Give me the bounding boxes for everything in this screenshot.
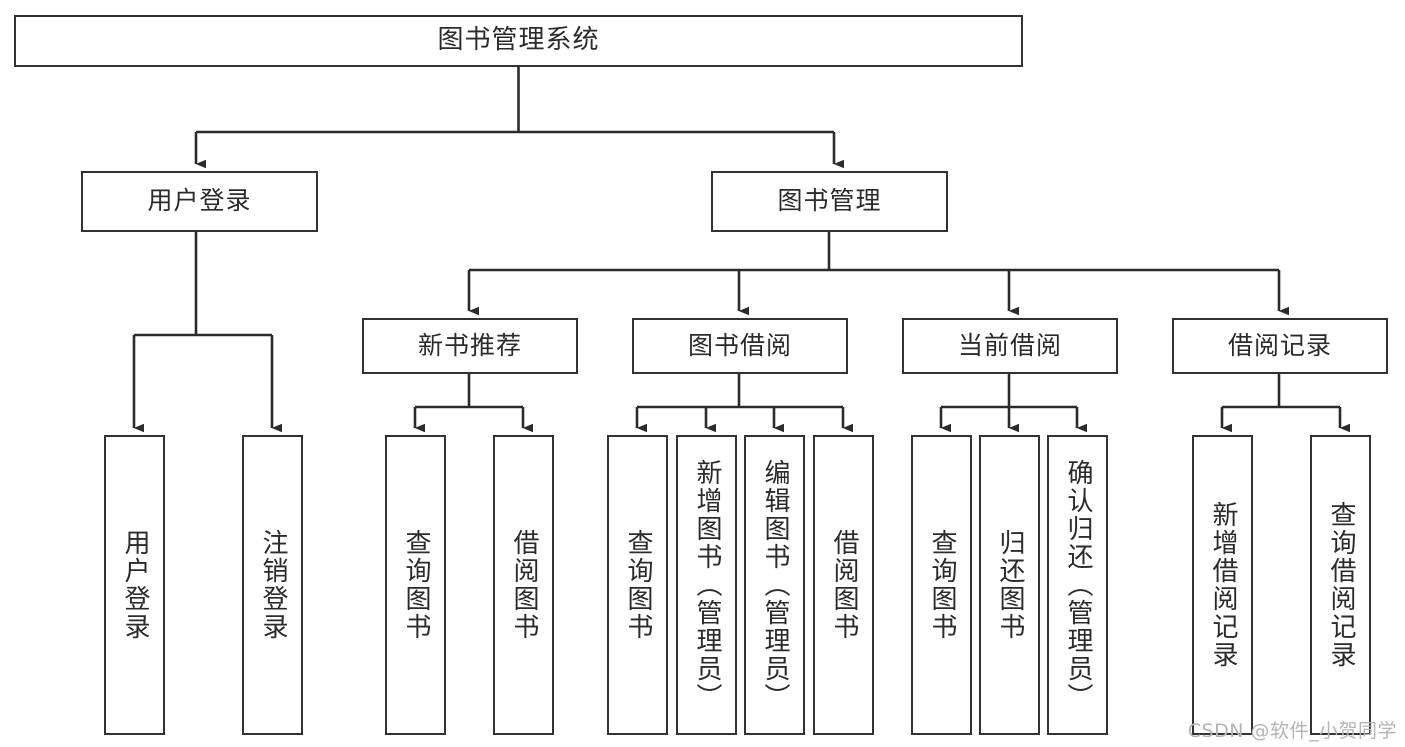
node-label: 新增图书（管理员）	[692, 459, 723, 711]
node-current-borrow[interactable]: 当前借阅	[902, 318, 1118, 374]
node-label: 当前借阅	[957, 330, 1062, 360]
node-book-borrow[interactable]: 图书借阅	[632, 318, 848, 374]
node-root-system[interactable]: 图书管理系统	[14, 15, 1023, 67]
node-label: 新增借阅记录	[1208, 501, 1239, 669]
node-user-login[interactable]: 用户登录	[81, 171, 318, 232]
leaf-confirm-return-admin[interactable]: 确认归还（管理员）	[1047, 435, 1108, 735]
node-label: 借阅记录	[1227, 330, 1332, 360]
node-borrow-record[interactable]: 借阅记录	[1172, 318, 1388, 374]
leaf-logout[interactable]: 注销登录	[242, 435, 303, 735]
node-label: 图书管理	[777, 186, 882, 216]
node-new-book-recommend[interactable]: 新书推荐	[362, 318, 578, 374]
node-label: 查询图书	[623, 529, 654, 641]
node-label: 借阅图书	[829, 529, 860, 641]
leaf-query-book-borrow[interactable]: 查询图书	[607, 435, 668, 735]
leaf-query-borrow-record[interactable]: 查询借阅记录	[1310, 435, 1371, 735]
node-label: 确认归还（管理员）	[1063, 459, 1094, 711]
node-label: 图书管理系统	[437, 25, 600, 56]
leaf-query-book-newbook[interactable]: 查询图书	[385, 435, 446, 735]
node-label: 查询借阅记录	[1326, 501, 1357, 669]
leaf-edit-book-admin[interactable]: 编辑图书（管理员）	[744, 435, 805, 735]
node-label: 查询图书	[401, 529, 432, 641]
node-label: 归还图书	[995, 529, 1026, 641]
node-label: 编辑图书（管理员）	[760, 459, 791, 711]
leaf-return-book[interactable]: 归还图书	[979, 435, 1040, 735]
node-label: 查询图书	[927, 529, 958, 641]
leaf-add-borrow-record[interactable]: 新增借阅记录	[1192, 435, 1253, 735]
node-label: 用户登录	[147, 186, 252, 216]
leaf-user-login[interactable]: 用户登录	[104, 435, 165, 735]
node-label: 注销登录	[258, 529, 289, 641]
node-label: 借阅图书	[509, 529, 540, 641]
leaf-query-book-current[interactable]: 查询图书	[911, 435, 972, 735]
node-label: 新书推荐	[417, 330, 522, 360]
leaf-borrow-book[interactable]: 借阅图书	[813, 435, 874, 735]
node-book-management[interactable]: 图书管理	[711, 171, 948, 232]
node-label: 图书借阅	[687, 330, 792, 360]
leaf-borrow-book-newbook[interactable]: 借阅图书	[493, 435, 554, 735]
node-label: 用户登录	[120, 529, 151, 641]
leaf-add-book-admin[interactable]: 新增图书（管理员）	[676, 435, 737, 735]
csdn-watermark: CSDN @软件_小贺同学	[1187, 720, 1397, 742]
